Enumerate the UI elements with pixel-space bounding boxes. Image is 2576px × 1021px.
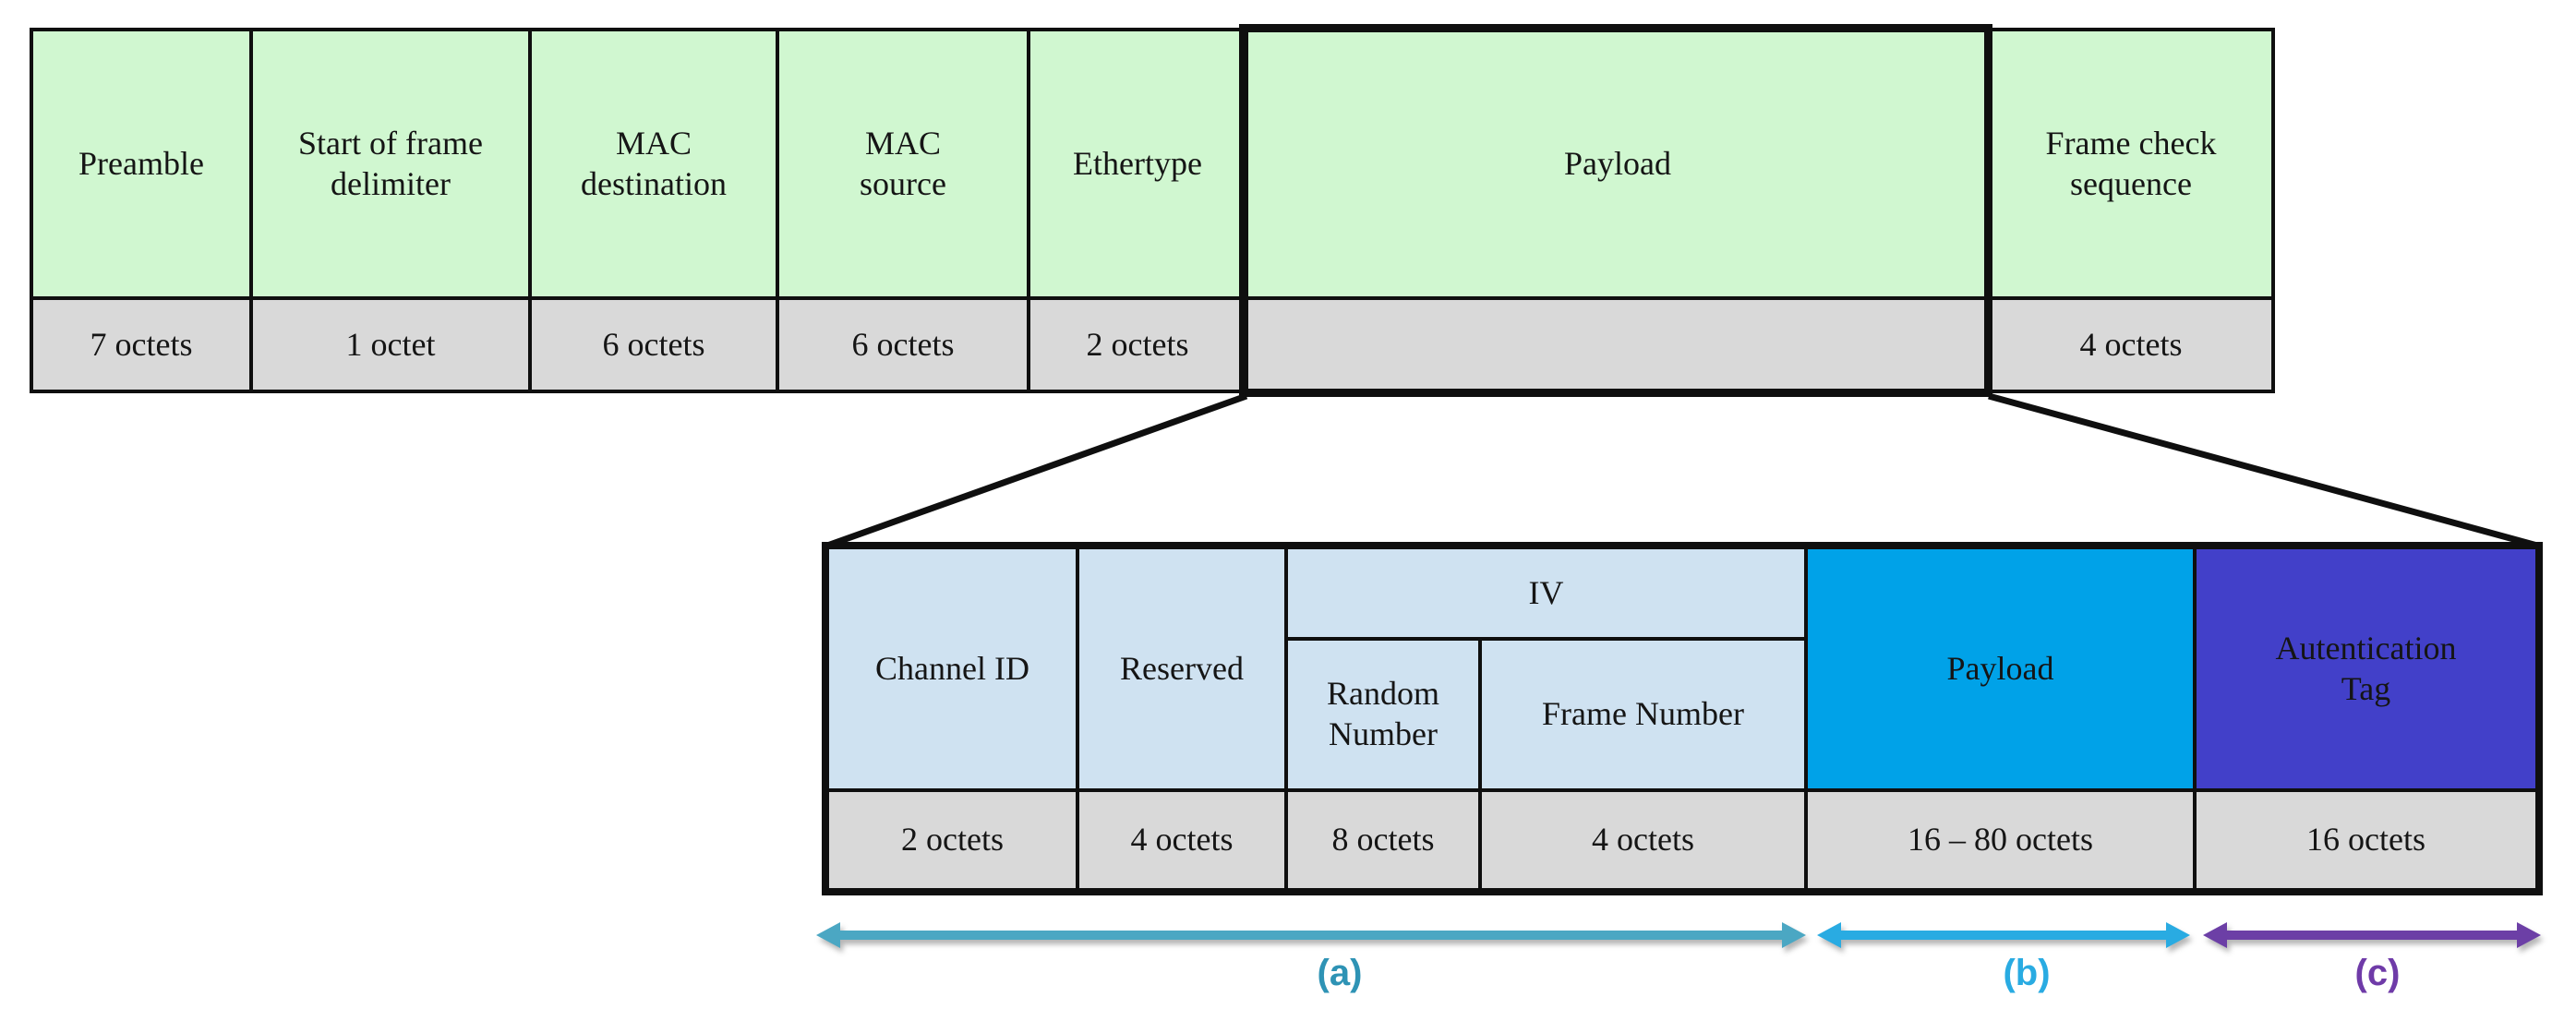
arrow-a-shaft	[840, 931, 1782, 940]
span-arrow-c	[2203, 922, 2541, 948]
ethernet-frame-table: Preamble Start of frame delimiter MAC de…	[30, 28, 2275, 393]
span-arrow-b	[1817, 922, 2190, 948]
cell-mac-source-size: 6 octets	[779, 300, 1027, 390]
arrow-a-left-head-icon	[816, 922, 840, 948]
arrow-b-right-head-icon	[2166, 922, 2190, 948]
arrow-c-shaft	[2227, 931, 2517, 940]
cell-frame-number: Frame Number	[1482, 641, 1804, 788]
cell-preamble-size: 7 octets	[33, 300, 249, 390]
cell-ethertype: Ethertype	[1030, 31, 1245, 296]
span-arrow-c-label: (c)	[2354, 953, 2401, 993]
cell-frame-number-size: 4 octets	[1482, 792, 1804, 888]
cell-mac-destination: MAC destination	[532, 31, 776, 296]
cell-reserved-size: 4 octets	[1079, 792, 1284, 888]
cell-iv-header: IV	[1288, 549, 1804, 637]
arrow-b-left-head-icon	[1817, 922, 1841, 948]
cell-random-number: Random Number	[1288, 641, 1478, 788]
arrow-c-left-head-icon	[2203, 922, 2227, 948]
cell-reserved: Reserved	[1079, 549, 1284, 788]
arrow-c-right-head-icon	[2517, 922, 2541, 948]
cell-inner-payload: Payload	[1808, 549, 2193, 788]
cell-autentication-tag-size: 16 octets	[2197, 792, 2535, 888]
cell-inner-payload-size: 16 – 80 octets	[1808, 792, 2193, 888]
cell-frame-check-sequence: Frame check sequence	[1991, 31, 2271, 296]
cell-mac-source: MAC source	[779, 31, 1027, 296]
cell-channel-id: Channel ID	[829, 549, 1076, 788]
arrow-b-shaft	[1841, 931, 2166, 940]
cell-mac-destination-size: 6 octets	[532, 300, 776, 390]
cell-start-of-frame-delimiter-size: 1 octet	[253, 300, 528, 390]
cell-preamble: Preamble	[33, 31, 249, 296]
cell-start-of-frame-delimiter: Start of frame delimiter	[253, 31, 528, 296]
arrow-a-right-head-icon	[1782, 922, 1806, 948]
payload-highlight-box	[1239, 24, 1992, 397]
cell-channel-id-size: 2 octets	[829, 792, 1076, 888]
iv-group: IV Random Number Frame Number	[1288, 549, 1804, 788]
cell-frame-check-sequence-size: 4 octets	[1991, 300, 2271, 390]
payload-detail-table: Channel ID Reserved IV Random Number Fra…	[822, 542, 2543, 895]
cell-payload-size	[1248, 300, 1987, 390]
cell-payload: Payload	[1248, 31, 1987, 296]
cell-ethertype-size: 2 octets	[1030, 300, 1245, 390]
cell-autentication-tag: Autentication Tag	[2197, 549, 2535, 788]
span-arrow-a-label: (a)	[1317, 953, 1363, 993]
span-arrow-b-label: (b)	[2003, 953, 2051, 993]
span-arrow-a	[816, 922, 1806, 948]
cell-random-number-size: 8 octets	[1288, 792, 1478, 888]
